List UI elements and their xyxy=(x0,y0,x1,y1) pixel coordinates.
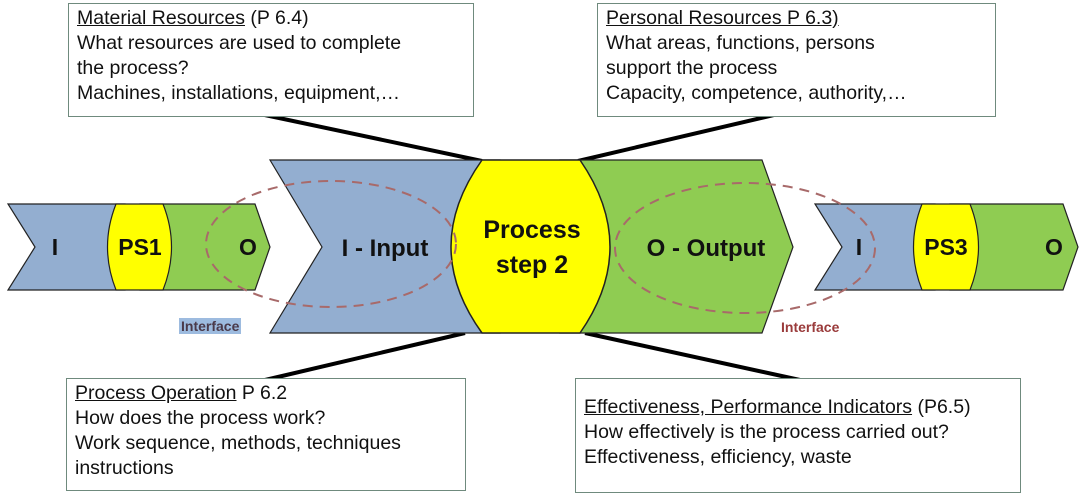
material-resources-title: Material Resources (P 6.4) xyxy=(77,7,309,29)
process-step-1 xyxy=(6,203,271,291)
personal-resources-line: What areas, functions, persons xyxy=(606,32,875,54)
ps1-output-label: O xyxy=(239,234,257,260)
ps3-output-label: O xyxy=(1045,234,1063,260)
personal-resources-line: Capacity, competence, authority,… xyxy=(606,82,907,104)
material-resources-line: Machines, installations, equipment,… xyxy=(77,82,400,104)
personal-resources-line: support the process xyxy=(606,57,778,79)
process-operation-line: instructions xyxy=(75,457,174,479)
ps1-step-shape xyxy=(106,203,173,291)
process-operation-box: Process Operation P 6.2 How does the pro… xyxy=(66,378,466,491)
effectiveness-line: Effectiveness, efficiency, waste xyxy=(584,446,852,468)
ps2-input-label: I - Input xyxy=(342,235,429,262)
interface-right-ellipse xyxy=(614,182,876,314)
ps2-step-label-line1: Process xyxy=(483,216,580,244)
material-resources-line: What resources are used to complete xyxy=(77,32,402,54)
interface-left-label: Interface xyxy=(179,318,242,334)
effectiveness-line: How effectively is the process carried o… xyxy=(584,421,949,443)
process-operation-title: Process Operation P 6.2 xyxy=(75,382,288,404)
process-step-3 xyxy=(813,203,1079,291)
ps3-step-label: PS3 xyxy=(924,234,967,260)
effectiveness-box: Effectiveness, Performance Indicators (P… xyxy=(575,378,1021,493)
ps3-input-shape xyxy=(813,203,936,291)
connector-operation xyxy=(264,331,466,382)
ps1-step-label: PS1 xyxy=(118,234,162,260)
ps3-input-label: I xyxy=(856,234,862,260)
interface-left-ellipse xyxy=(205,180,457,308)
ps2-step-label-line2: step 2 xyxy=(496,251,568,279)
ps3-step-shape xyxy=(912,203,980,291)
process-operation-line: Work sequence, methods, techniques xyxy=(75,432,401,454)
personal-resources-box: Personal Resources P 6.3) What areas, fu… xyxy=(597,3,996,117)
connector-effectiveness xyxy=(584,331,801,382)
process-step-2 xyxy=(268,159,794,334)
effectiveness-title: Effectiveness, Performance Indicators (P… xyxy=(584,396,971,418)
ps1-input-shape xyxy=(6,203,126,291)
ps2-output-label: O - Output xyxy=(647,235,766,262)
material-resources-box: Material Resources (P 6.4) What resource… xyxy=(68,3,474,117)
ps2-input-shape xyxy=(268,159,501,334)
connector-material xyxy=(259,112,483,163)
connector-personal xyxy=(577,112,779,163)
interface-right-label: Interface xyxy=(781,319,840,335)
ps2-step-shape xyxy=(450,159,611,334)
ps1-input-label: I xyxy=(52,234,58,260)
personal-resources-title: Personal Resources P 6.3) xyxy=(606,7,839,29)
process-operation-line: How does the process work? xyxy=(75,407,326,429)
material-resources-line: the process? xyxy=(77,57,189,79)
